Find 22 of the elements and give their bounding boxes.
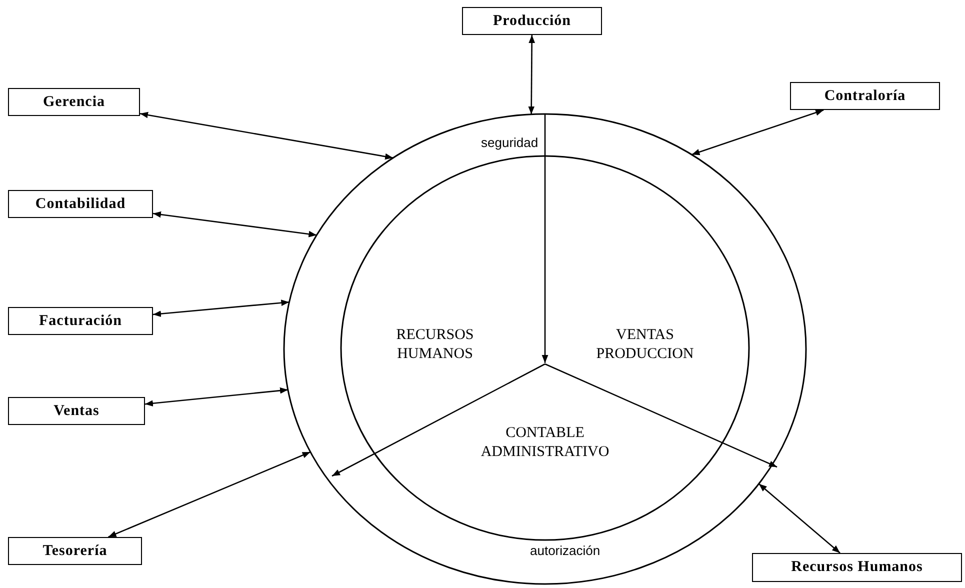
department-box: Ventas xyxy=(8,397,145,425)
department-box: Tesorería xyxy=(8,537,142,565)
department-box: Contabilidad xyxy=(8,190,153,218)
sector-label: CONTABLE ADMINISTRATIVO xyxy=(460,418,630,468)
double-arrow xyxy=(144,387,288,406)
double-arrow xyxy=(528,35,536,114)
department-box: Recursos Humanos xyxy=(752,553,962,582)
double-arrow xyxy=(152,300,290,317)
double-arrow xyxy=(140,112,394,160)
department-box: Contraloría xyxy=(790,82,940,110)
inner-circle xyxy=(340,155,750,541)
department-box: Facturación xyxy=(8,307,153,335)
department-box: Producción xyxy=(462,7,602,35)
sector-label: VENTAS PRODUCCION xyxy=(575,320,715,370)
double-arrow xyxy=(692,109,824,156)
ring-label: autorización xyxy=(530,543,600,558)
department-box: Gerencia xyxy=(8,88,140,116)
double-arrow xyxy=(152,211,317,238)
sector-label: RECURSOS HUMANOS xyxy=(370,320,500,370)
ring-label: seguridad xyxy=(481,135,538,150)
double-arrow xyxy=(108,451,311,538)
double-arrow xyxy=(758,483,840,554)
